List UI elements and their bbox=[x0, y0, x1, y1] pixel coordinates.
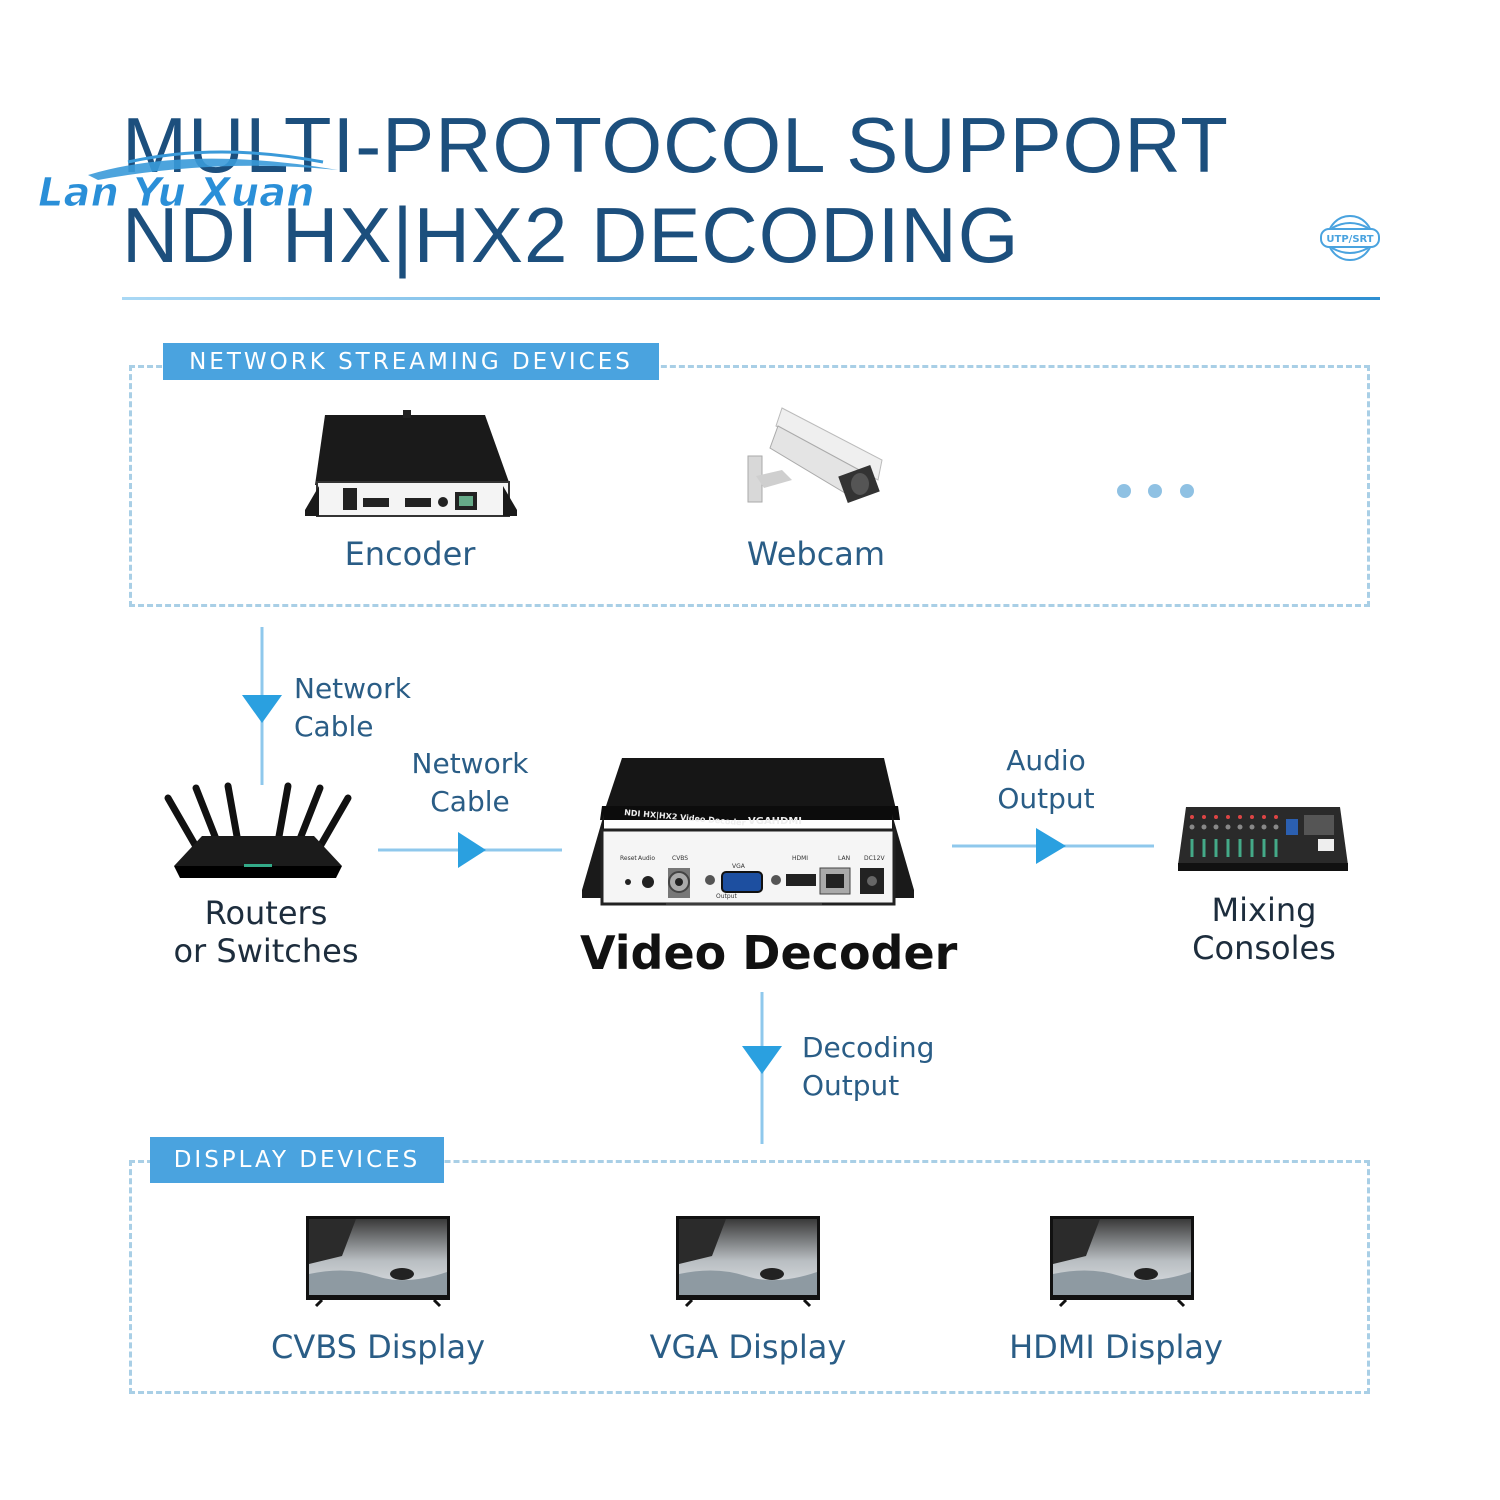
router-label: Routers or Switches bbox=[156, 894, 376, 971]
mixer-label-line1: Mixing bbox=[1211, 891, 1317, 929]
webcam-icon bbox=[742, 407, 890, 508]
more-dots-icon bbox=[1115, 482, 1195, 500]
watermark-logo: Lan Yu Xuan bbox=[38, 140, 338, 220]
decoding-output-line2: Output bbox=[802, 1068, 900, 1102]
device-brand-text: VGAHDMI bbox=[748, 816, 802, 827]
port-label-lan: LAN bbox=[838, 855, 850, 862]
mixer-label: Mixing Consoles bbox=[1164, 891, 1364, 968]
port-label-hdmi: HDMI bbox=[792, 855, 808, 862]
utp-srt-badge: UTP/SRT bbox=[1318, 212, 1382, 264]
streaming-devices-tag: NETWORK STREAMING DEVICES bbox=[163, 343, 659, 380]
streaming-devices-box bbox=[129, 365, 1370, 607]
encoder-icon bbox=[305, 410, 517, 518]
network-cable-arrow-down bbox=[240, 627, 284, 787]
network-cable-right-line1: Network bbox=[411, 747, 529, 780]
tv-icon-cvbs bbox=[306, 1216, 450, 1308]
port-label-dc12v: DC12V bbox=[864, 855, 885, 862]
badge-text: UTP/SRT bbox=[1326, 234, 1373, 245]
tv-icon-vga bbox=[676, 1216, 820, 1308]
decoding-output-arrow bbox=[740, 992, 784, 1146]
page-title-line1: MULTI-PROTOCOL SUPPORT bbox=[122, 101, 1229, 189]
decoding-output-line1: Decoding bbox=[802, 1031, 935, 1064]
decoding-output-label: Decoding Output bbox=[802, 1029, 934, 1105]
network-cable-label-right: Network Cable bbox=[410, 745, 530, 821]
network-cable-arrow-right bbox=[378, 830, 564, 870]
audio-output-line2: Output bbox=[997, 781, 1095, 815]
router-label-line2: or Switches bbox=[173, 932, 359, 971]
audio-output-arrow bbox=[952, 826, 1156, 866]
header-divider bbox=[122, 297, 1380, 300]
port-group-label: Output bbox=[716, 893, 737, 900]
port-label-vga: VGA bbox=[732, 863, 746, 870]
network-cable-down-line2: Cable bbox=[294, 709, 374, 743]
tv-icon-hdmi bbox=[1050, 1216, 1194, 1308]
router-icon bbox=[164, 782, 352, 880]
mixing-console-icon bbox=[1178, 805, 1348, 873]
audio-output-line1: Audio bbox=[1006, 744, 1086, 777]
port-label-cvbs: CVBS bbox=[672, 855, 688, 862]
svg-text:Lan Yu Xuan: Lan Yu Xuan bbox=[38, 170, 315, 216]
network-cable-label-down: Network Cable bbox=[294, 670, 411, 746]
network-cable-down-line1: Network bbox=[294, 672, 411, 705]
cvbs-display-label: CVBS Display bbox=[270, 1328, 486, 1366]
hdmi-display-label: HDMI Display bbox=[1009, 1328, 1223, 1366]
video-decoder-device: NDI HX|HX2 Video Decoder VGAHDMI Reset A… bbox=[582, 758, 914, 910]
encoder-label: Encoder bbox=[344, 535, 476, 573]
page-title-line2: NDI HX|HX2 DECODING bbox=[122, 191, 1020, 279]
mixer-label-line2: Consoles bbox=[1192, 929, 1336, 968]
display-devices-box bbox=[129, 1160, 1370, 1394]
vga-display-label: VGA Display bbox=[649, 1328, 847, 1366]
router-label-line1: Routers bbox=[204, 894, 328, 932]
audio-output-label: Audio Output bbox=[986, 742, 1106, 818]
video-decoder-label: Video Decoder bbox=[580, 926, 958, 980]
network-cable-right-line2: Cable bbox=[430, 784, 510, 818]
display-devices-tag: DISPLAY DEVICES bbox=[150, 1137, 444, 1183]
port-label-reset: Reset bbox=[620, 855, 637, 862]
webcam-label: Webcam bbox=[746, 535, 886, 573]
port-label-audio: Audio bbox=[638, 855, 655, 862]
